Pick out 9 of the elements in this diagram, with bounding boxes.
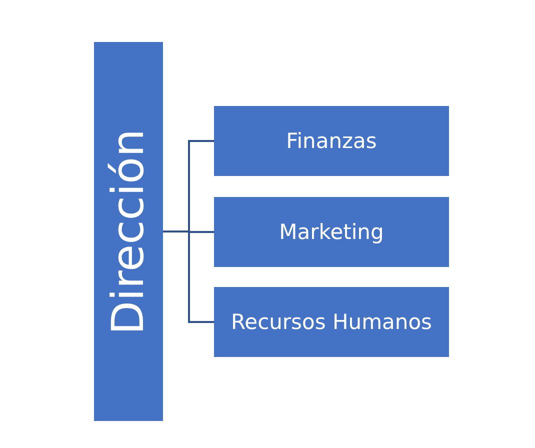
org-box — [214, 106, 449, 176]
box-label: Recursos Humanos — [231, 310, 432, 334]
box-label: Marketing — [279, 220, 384, 244]
org-box — [214, 197, 449, 267]
connector-line — [163, 230, 214, 323]
box-label: Dirección — [103, 128, 154, 334]
org-box — [214, 287, 449, 357]
box-label: Finanzas — [286, 129, 377, 153]
org-box — [94, 42, 163, 421]
